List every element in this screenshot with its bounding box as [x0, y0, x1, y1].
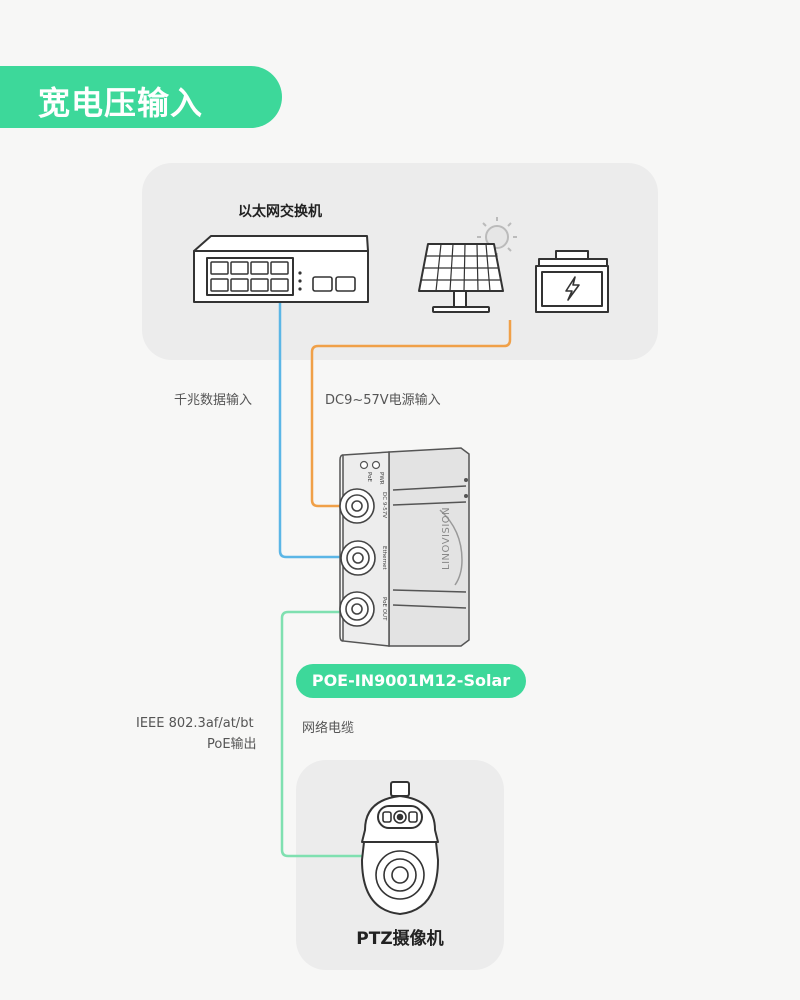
- sun-icon: [477, 217, 517, 257]
- section-banner: 宽电压输入: [0, 66, 282, 128]
- poe-out-port-label: PoE OUT: [381, 597, 387, 621]
- poe-led-label: PoE: [366, 472, 372, 482]
- pwr-led-label: PWR: [378, 472, 384, 485]
- power-input-label: DC9~57V电源输入: [325, 393, 441, 408]
- poe-standard-label: IEEE 802.3af/at/bt: [136, 716, 254, 731]
- poe-led-icon: [359, 460, 369, 470]
- ethernet-port-label: Ethernet: [381, 546, 387, 571]
- switch-label: 以太网交换机: [238, 204, 322, 220]
- poe-output-label: PoE输出: [207, 737, 257, 752]
- brand-logo: LINOVISION: [441, 507, 452, 570]
- data-line: [278, 303, 340, 559]
- poe-line: [280, 610, 364, 858]
- data-input-label: 千兆数据输入: [174, 393, 253, 408]
- section-title: 宽电压输入: [38, 84, 204, 122]
- dc-port-label: DC 9-57V: [381, 492, 387, 518]
- poe-out-port-icon: [339, 591, 375, 627]
- power-line: [310, 320, 512, 508]
- pwr-led-icon: [371, 460, 381, 470]
- network-cable-label: 网络电缆: [302, 721, 355, 736]
- dc-port-icon: [339, 488, 375, 524]
- camera-label: PTZ摄像机: [356, 929, 444, 949]
- model-badge: POE-IN9001M12-Solar: [296, 664, 526, 698]
- ethernet-port-icon: [340, 540, 376, 576]
- lightning-icon: [565, 276, 580, 301]
- model-name: POE-IN9001M12-Solar: [311, 671, 511, 690]
